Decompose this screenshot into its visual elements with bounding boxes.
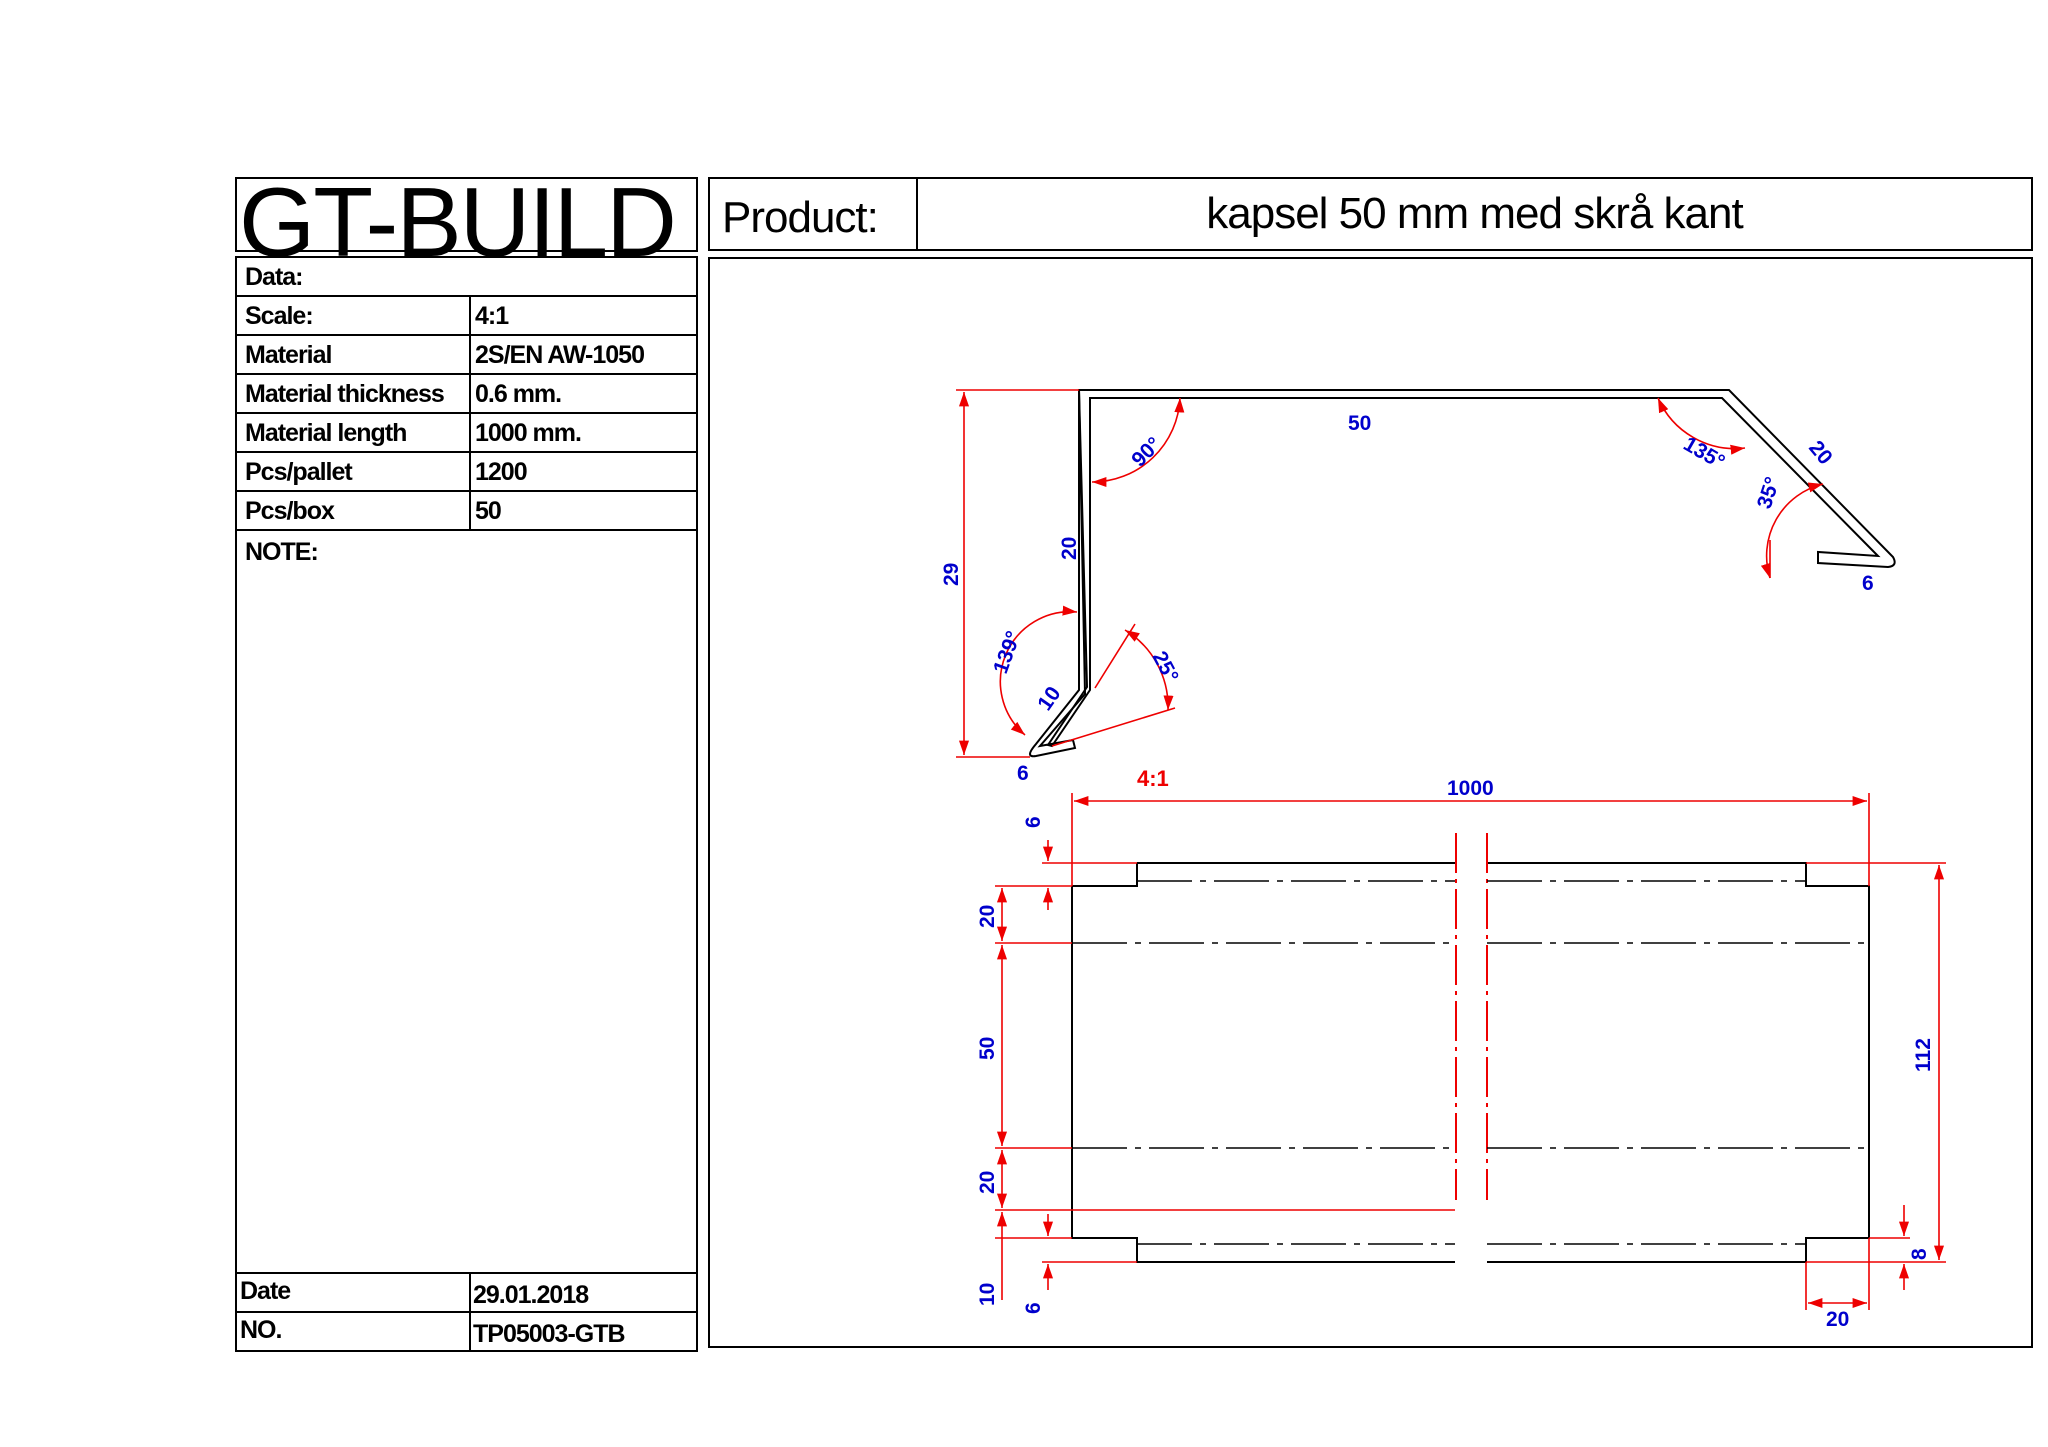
length-value: 1000 mm. xyxy=(475,419,582,447)
dim-tip-left-6: 6 xyxy=(1017,762,1029,785)
dim-length-1000: 1000 xyxy=(1447,777,1494,800)
thickness-row: Material thickness 0.6 mm. xyxy=(237,375,696,414)
number-label: NO. xyxy=(240,1316,282,1344)
material-value: 2S/EN AW-1050 xyxy=(475,341,645,369)
profile-dimensions xyxy=(956,389,1824,758)
pallet-row: Pcs/pallet 1200 xyxy=(237,453,696,492)
dim-lip-10: 10 xyxy=(1033,683,1065,715)
dim-left-50: 50 xyxy=(976,1037,999,1060)
plan-dimensions xyxy=(995,793,1946,1310)
title-block: Data: Scale: 4:1 Material 2S/EN AW-1050 … xyxy=(235,256,698,1352)
drawing-area xyxy=(708,257,2033,1348)
box-row: Pcs/box 50 xyxy=(237,492,696,531)
product-name: kapsel 50 mm med skrå kant xyxy=(1206,189,1743,238)
material-row: Material 2S/EN AW-1050 xyxy=(237,336,696,375)
dim-bottom-20: 20 xyxy=(1826,1308,1849,1331)
pallet-label: Pcs/pallet xyxy=(245,458,353,486)
thickness-label: Material thickness xyxy=(245,380,445,408)
data-row: Data: xyxy=(237,258,696,297)
data-label: Data: xyxy=(245,263,304,291)
dim-left-20a: 20 xyxy=(976,905,999,928)
plan-outline xyxy=(1071,833,1870,1263)
scale-value: 4:1 xyxy=(475,302,509,330)
dim-vertical-20: 20 xyxy=(1058,537,1081,560)
number-row: NO. TP05003-GTB xyxy=(237,1311,696,1350)
company-logo-box: GT-BUILD xyxy=(235,173,698,271)
dim-total-112: 112 xyxy=(1912,1038,1935,1072)
product-label: Product: xyxy=(722,193,879,242)
scale-row: Scale: 4:1 xyxy=(237,297,696,336)
dim-right-8: 8 xyxy=(1908,1248,1931,1260)
box-label: Pcs/box xyxy=(245,497,335,525)
plan-dimension-text: 4:1 1000 6 20 50 20 10 6 112 8 20 xyxy=(976,766,1935,1331)
dim-angle-139: 139° xyxy=(989,628,1025,677)
dim-left-20b: 20 xyxy=(976,1171,999,1194)
dim-left-6: 6 xyxy=(1022,1302,1045,1314)
dim-top-6: 6 xyxy=(1022,816,1045,828)
dim-angle-35: 35° xyxy=(1753,474,1785,511)
date-value: 29.01.2018 xyxy=(473,1281,589,1309)
dim-tip-right-6: 6 xyxy=(1862,572,1874,595)
dim-angle-90: 90° xyxy=(1127,433,1166,472)
number-value: TP05003-GTB xyxy=(473,1320,626,1348)
dim-height-29: 29 xyxy=(940,563,963,586)
date-row: Date 29.01.2018 xyxy=(237,1272,696,1311)
pallet-value: 1200 xyxy=(475,458,528,486)
plan-center-lines xyxy=(1072,880,1869,1245)
length-row: Material length 1000 mm. xyxy=(237,414,696,453)
dim-angle-135: 135° xyxy=(1680,432,1729,474)
length-label: Material length xyxy=(245,419,407,447)
dim-slant-20: 20 xyxy=(1804,436,1837,469)
thickness-value: 0.6 mm. xyxy=(475,380,562,408)
dim-left-10: 10 xyxy=(976,1283,999,1306)
scale-label: Scale: xyxy=(245,302,314,330)
dim-top-50: 50 xyxy=(1348,412,1371,435)
company-logo: GT-BUILD xyxy=(239,167,677,277)
product-header: Product: kapsel 50 mm med skrå kant xyxy=(708,177,2033,251)
dim-angle-25: 25° xyxy=(1148,648,1183,687)
plan-scale-label: 4:1 xyxy=(1137,766,1169,791)
note-label: NOTE: xyxy=(245,538,319,566)
box-value: 50 xyxy=(475,497,502,525)
date-label: Date xyxy=(240,1277,291,1305)
material-label: Material xyxy=(245,341,332,369)
